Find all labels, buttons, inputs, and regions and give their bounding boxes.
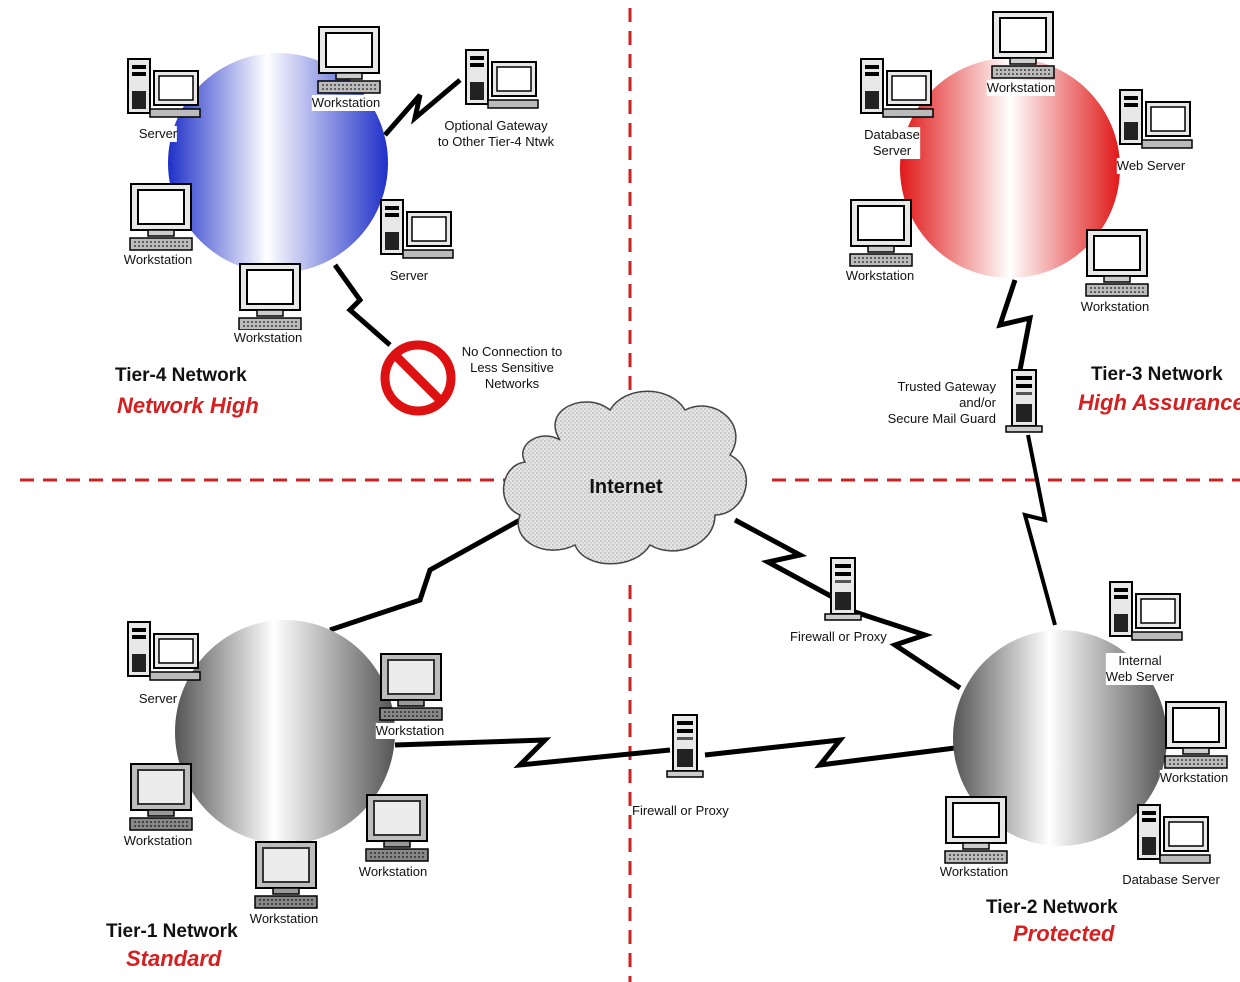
tier4-server-right-icon: [380, 199, 454, 259]
tier3-ring: [900, 58, 1120, 278]
link-internet-fw: [733, 517, 840, 603]
tier4-server-left-icon: [127, 58, 201, 118]
tier1-title: Tier-1 Network: [106, 921, 238, 942]
tier2-database-server-icon: [1137, 804, 1211, 864]
firewall-lower-icon: [666, 714, 704, 778]
tier4-workstation-left-label: Workstation: [123, 252, 193, 268]
tier3-workstation-right-label: Workstation: [1080, 299, 1150, 315]
tier4-workstation-top-label: Workstation: [311, 95, 381, 111]
links: [329, 78, 1057, 769]
tier1-server-icon: [127, 621, 201, 681]
tier3-title: Tier-3 Network: [1091, 364, 1223, 385]
tier1-workstation-right-bottom-label: Workstation: [358, 864, 428, 880]
tier2-title: Tier-2 Network: [986, 897, 1118, 918]
link-internet-tier1: [329, 517, 522, 633]
tier4-title: Tier-4 Network: [115, 365, 247, 386]
tier1-workstation-right-bottom-icon: [365, 794, 429, 862]
tier1-workstation-bottom-icon: [254, 841, 318, 909]
link-tier4-gateway: [383, 78, 462, 137]
tier4-workstation-bottom-label: Workstation: [233, 330, 303, 346]
tier1-subtitle: Standard: [126, 946, 222, 971]
tier2-workstation-bottom-label: Workstation: [939, 864, 1009, 880]
tier3-workstation-top-icon: [991, 11, 1055, 79]
tier2-database-server-label: Database Server: [1122, 872, 1220, 888]
tier1-workstation-right-top-icon: [379, 653, 443, 721]
trusted-gateway-label: Trusted Gateway and/or Secure Mail Guard: [872, 379, 996, 427]
link-tier3-gateway: [996, 279, 1034, 371]
tier2-subtitle: Protected: [1013, 921, 1115, 946]
tier2-internal-web-server-label: Internal Web Server: [1105, 653, 1175, 685]
tier1-workstation-left-label: Workstation: [123, 833, 193, 849]
tier3-workstation-left-label: Workstation: [845, 268, 915, 284]
tier1-server-label: Server: [138, 691, 178, 707]
link-tier4-noconnect: [332, 263, 392, 347]
internet-cloud: [503, 390, 748, 565]
tier4-workstation-left-icon: [129, 183, 193, 251]
link-tier1-fw: [394, 737, 671, 769]
tier4-server-right-label: Server: [389, 268, 429, 284]
tier1-workstation-left-icon: [129, 763, 193, 831]
tier4-gateway-icon: [465, 49, 539, 109]
tier4-gateway-label: Optional Gateway to Other Tier-4 Ntwk: [437, 118, 555, 150]
tier4-no-connection-label: No Connection to Less Sensitive Networks: [461, 344, 563, 392]
link-fw-tier2: [854, 609, 962, 691]
tier3-web-server-label: Web Server: [1116, 158, 1186, 174]
tier4-workstation-top-icon: [317, 26, 381, 94]
tier2-internal-web-server-icon: [1109, 581, 1183, 641]
tier4-subtitle: Network High: [117, 393, 259, 418]
tier3-web-server-icon: [1119, 89, 1193, 149]
firewall-upper-icon: [824, 557, 862, 621]
firewall-lower-label: Firewall or Proxy: [632, 803, 729, 819]
tier3-database-server-label: Database Server: [864, 127, 920, 159]
tier3-workstation-top-label: Workstation: [986, 80, 1056, 96]
tier2-workstation-right-icon: [1164, 701, 1228, 769]
link-gateway-tier2: [1022, 434, 1057, 626]
tier2-workstation-bottom-icon: [944, 796, 1008, 864]
tier3-database-server-icon: [860, 58, 934, 118]
tier3-subtitle: High Assurance: [1078, 390, 1240, 415]
firewall-upper-label: Firewall or Proxy: [790, 629, 887, 645]
internet-label: Internet: [589, 476, 663, 498]
tier3-workstation-left-icon: [849, 199, 913, 267]
tier4-workstation-bottom-icon: [238, 263, 302, 331]
no-connection-icon: [380, 340, 456, 416]
tier2-workstation-right-label: Workstation: [1159, 770, 1229, 786]
tier1-workstation-bottom-label: Workstation: [249, 911, 319, 927]
link-fw-tier2-lower: [704, 736, 956, 769]
tier3-workstation-right-icon: [1085, 229, 1149, 297]
tier1-workstation-right-top-label: Workstation: [375, 723, 445, 739]
tier1-ring: [175, 620, 395, 844]
trusted-gateway-icon: [1005, 369, 1043, 433]
quadrant-dividers: [20, 8, 1240, 982]
tier4-server-left-label: Server: [138, 126, 178, 142]
